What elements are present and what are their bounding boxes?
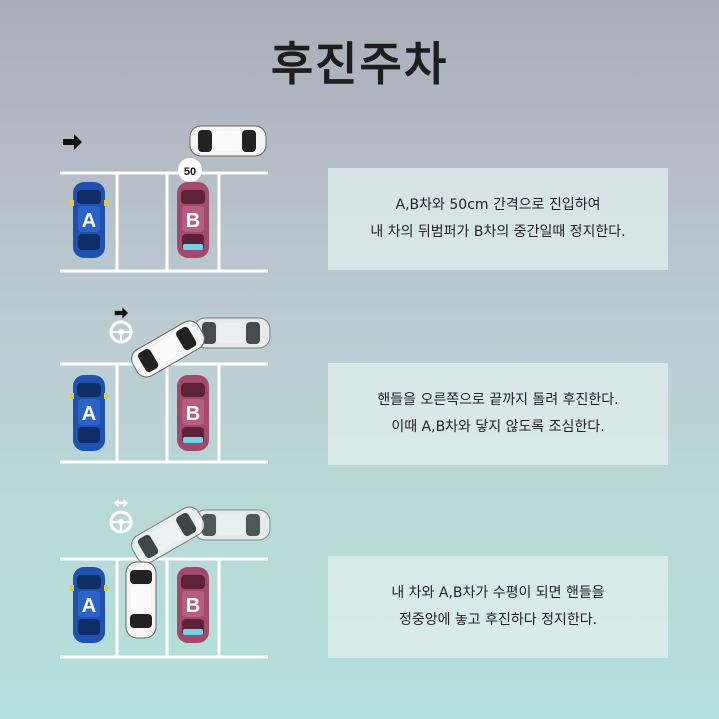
step-2-diagram: A B [0,305,300,495]
page-title: 후진주차 [270,37,449,91]
car-b-label: B [186,403,200,425]
my-car-ghost-2 [127,502,209,568]
my-car-parked [125,561,157,639]
my-car-ghost-1 [193,509,271,541]
steering-wheel-icon [109,320,133,344]
car-a-label: A [82,595,96,617]
gap-label: 50 [184,166,196,178]
double-arrow-icon [113,498,129,508]
car-b-label: B [186,210,200,232]
step-2-note: 핸들을 오른쪽으로 끝까지 돌려 후진한다. 이때 A,B차와 닿지 않도록 조… [328,363,668,465]
step-1-diagram: 50 A B [0,120,300,310]
step-1-note: A,B차와 50cm 간격으로 진입하여 내 차의 뒤범퍼가 B차의 중간일때 … [328,168,668,270]
step-3-diagram: A B [0,495,300,685]
step-1-line-1: A,B차와 50cm 간격으로 진입하여 [395,197,601,213]
car-a-label: A [82,210,96,232]
my-car [189,125,267,157]
step-3-note: 내 차와 A,B차가 수평이 되면 핸들을 정중앙에 놓고 후진하다 정지한다. [328,556,668,658]
arrow-right-icon [114,307,128,319]
steering-wheel-icon [109,510,133,534]
gap-badge [178,158,202,182]
arrow-right-icon [63,134,82,150]
step-1-line-2: 내 차의 뒤범퍼가 B차의 중간일때 정지한다. [370,224,626,240]
step-3-line-2: 정중앙에 놓고 후진하다 정지한다. [398,612,598,628]
car-b-label: B [186,595,200,617]
step-2-line-2: 이때 A,B차와 닿지 않도록 조심한다. [391,419,605,435]
car-a-label: A [82,403,96,425]
step-3-line-1: 내 차와 A,B차가 수평이 되면 핸들을 [391,585,605,601]
step-2-line-1: 핸들을 오른쪽으로 끝까지 돌려 후진한다. [377,392,619,408]
my-car-ghost [193,317,271,349]
